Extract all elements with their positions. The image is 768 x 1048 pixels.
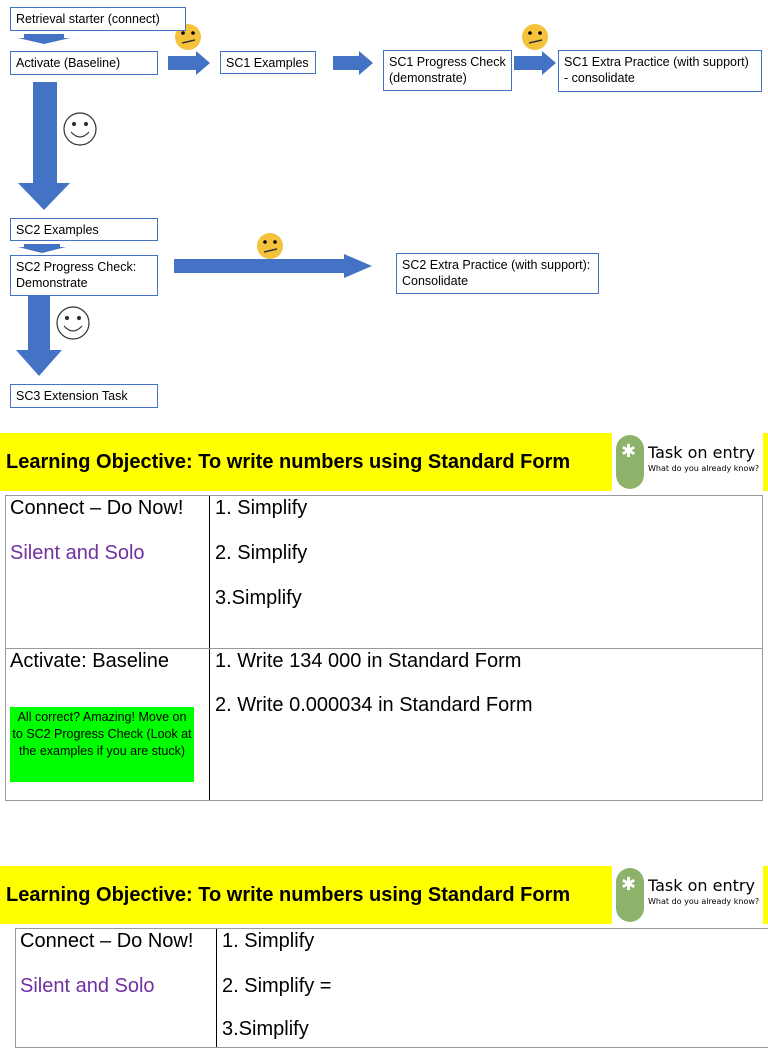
activate-question-2: 2. Write 0.000034 in Standard Form xyxy=(215,694,533,716)
move-on-note: All correct? Amazing! Move on to SC2 Pro… xyxy=(10,707,194,782)
banner-strip xyxy=(763,866,768,924)
task-on-entry-logo: ✱ Task on entry What do you already know… xyxy=(612,866,763,924)
sc2-examples-box: SC2 Examples xyxy=(10,218,158,241)
do-now-table: Connect – Do Now! Silent and Solo 1. Sim… xyxy=(5,495,763,801)
smiley-face-icon xyxy=(56,306,90,340)
silent-solo-label: Silent and Solo xyxy=(20,975,155,997)
sc1-extra-practice-box: SC1 Extra Practice (with support) - cons… xyxy=(558,50,762,92)
arrow-down-large xyxy=(18,82,70,210)
sc1-examples-box: SC1 Examples xyxy=(220,51,316,74)
puzzle-icon: ✱ xyxy=(616,435,644,489)
logo-subtitle: What do you already know? xyxy=(648,897,760,906)
sc2-progress-check-box: SC2 Progress Check: Demonstrate xyxy=(10,255,158,296)
sc2-extra-practice-box: SC2 Extra Practice (with support): Conso… xyxy=(396,253,599,294)
learning-objective-banner: Learning Objective: To write numbers usi… xyxy=(0,433,612,491)
smiley-face-icon xyxy=(63,112,97,146)
logo-subtitle: What do you already know? xyxy=(648,464,760,473)
question-1: 1. Simplify xyxy=(215,497,308,519)
activate-question-1: 1. Write 134 000 in Standard Form xyxy=(215,650,522,672)
confused-face-icon xyxy=(522,24,548,50)
arrow-down-small xyxy=(18,34,70,44)
question-1: 1. Simplify xyxy=(222,930,315,952)
arrow-right xyxy=(333,51,373,75)
banner-strip xyxy=(763,433,768,491)
logo-title: Task on entry xyxy=(648,876,755,895)
task-on-entry-logo: ✱ Task on entry What do you already know… xyxy=(612,433,763,491)
column-divider xyxy=(216,929,217,1047)
do-now-table: Connect – Do Now! Silent and Solo 1. Sim… xyxy=(15,928,768,1048)
activate-box: Activate (Baseline) xyxy=(10,51,158,75)
arrow-down-small xyxy=(18,244,66,253)
question-2: 2. Simplify = xyxy=(222,975,332,997)
confused-face-icon xyxy=(257,233,283,259)
question-3: 3.Simplify xyxy=(215,587,302,609)
retrieval-starter-box: Retrieval starter (connect) xyxy=(10,7,186,31)
logo-title: Task on entry xyxy=(648,443,755,462)
row-divider xyxy=(6,648,762,649)
puzzle-icon: ✱ xyxy=(616,868,644,922)
activate-label: Activate: Baseline xyxy=(10,650,169,672)
arrow-right-long xyxy=(174,254,372,278)
arrow-down-large xyxy=(16,296,62,376)
question-2: 2. Simplify xyxy=(215,542,308,564)
connect-label: Connect – Do Now! xyxy=(10,497,184,519)
question-3: 3.Simplify xyxy=(222,1018,309,1040)
silent-solo-label: Silent and Solo xyxy=(10,542,145,564)
connect-label: Connect – Do Now! xyxy=(20,930,194,952)
sc1-progress-check-box: SC1 Progress Check (demonstrate) xyxy=(383,50,512,91)
sc3-extension-box: SC3 Extension Task xyxy=(10,384,158,408)
arrow-right xyxy=(514,51,556,75)
arrow-right xyxy=(168,51,210,75)
learning-objective-banner: Learning Objective: To write numbers usi… xyxy=(0,866,612,924)
